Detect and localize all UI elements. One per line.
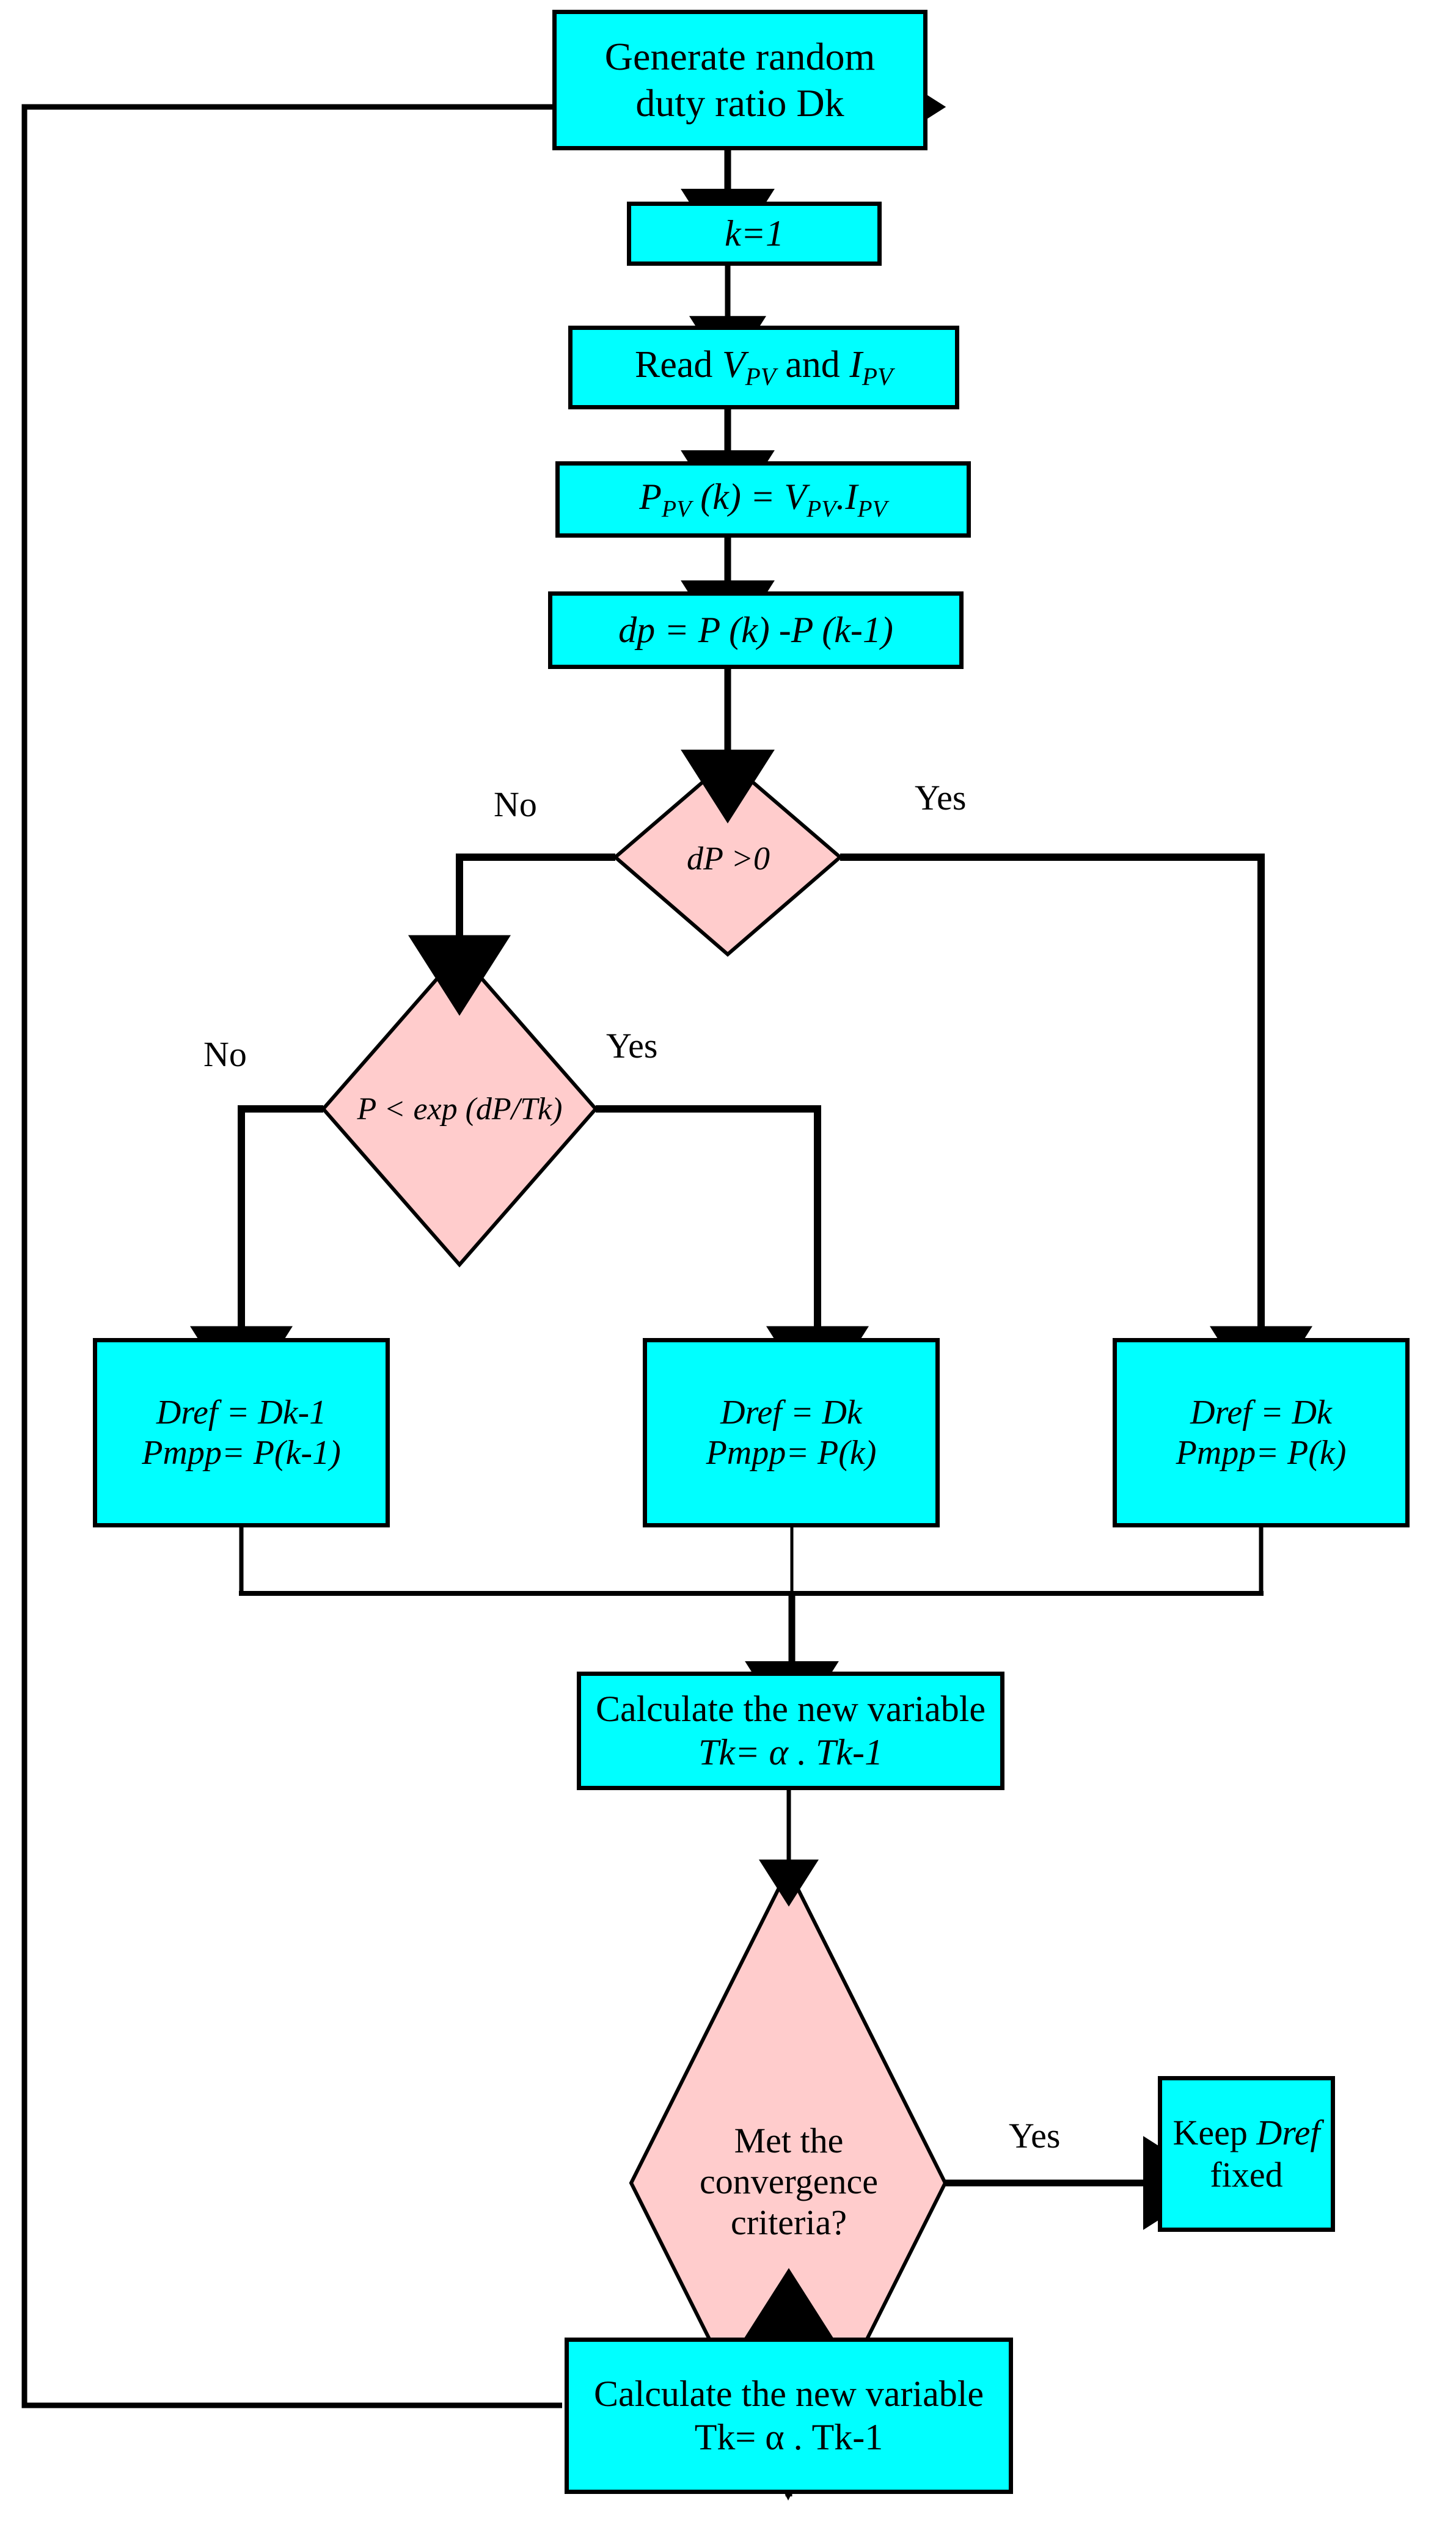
node-read-prefix: Read [635,344,722,386]
node-generate-random-duty-ratio[interactable]: Generate random duty ratio Dk [552,10,927,150]
node-power-v: V [784,477,807,517]
node-power-arg: (k) = [691,477,785,517]
node-update-temperature-bottom[interactable]: Calculate the new variable Tk= α . Tk-1 [565,2338,1013,2494]
node-read-var2: I [849,344,862,386]
node-assign-left[interactable]: Dref = Dk-1 Pmpp= P(k-1) [93,1338,390,1527]
connector-metropolis-no-branch [190,1105,323,1407]
node-read-label: Read VPV and IPV [573,343,955,392]
node-power-p: P [639,477,662,517]
node-read-var1-sub: PV [745,363,776,391]
node-read-var1: V [722,344,745,386]
node-power-i-sub: PV [857,495,887,522]
branch-label-metropolis-no: No [203,1034,247,1074]
node-assign-right-line2: Pmpp= P(k) [1176,1434,1347,1472]
node-read-var2-sub: PV [862,363,893,391]
node-update-temp-bottom-line2: Tk= α . Tk-1 [694,2417,883,2457]
node-dp-equation[interactable]: dp = P (k) -P (k-1) [548,591,964,669]
node-generate-line1: Generate random [604,35,876,79]
node-assign-middle-line2: Pmpp= P(k) [706,1434,877,1472]
branch-label-convergence-yes: Yes [1009,2116,1061,2155]
node-keep-prefix: Keep [1172,2113,1257,2153]
node-update-temp-line2: Tk= α . Tk-1 [698,1732,883,1772]
node-keep-dref: Dref [1256,2113,1320,2153]
node-power-v-sub: PV [807,495,836,522]
node-keep-dref-fixed[interactable]: Keep Dref fixed [1158,2076,1335,2232]
node-read-vpv-ipv[interactable]: Read VPV and IPV [568,326,959,409]
node-power-i: I [845,477,858,517]
branch-label-dp-no: No [494,784,537,824]
node-assign-right-line1: Dref = Dk [1190,1393,1332,1431]
node-k-init-label: k=1 [724,213,785,254]
node-generate-line2: duty ratio Dk [635,81,844,125]
connector-feedback-loop [21,68,946,2408]
node-assign-left-line1: Dref = Dk-1 [156,1393,327,1431]
decision-shape-metropolis [321,950,598,1268]
node-k-init[interactable]: k=1 [627,202,882,266]
connector-dp-yes-branch [840,854,1312,1407]
branch-label-dp-yes: Yes [915,778,967,817]
node-update-temperature[interactable]: Calculate the new variable Tk= α . Tk-1 [577,1672,1004,1790]
node-keep-line1: Keep Dref [1162,2112,1331,2154]
node-power-dot: . [836,477,846,517]
node-keep-line2: fixed [1210,2154,1283,2195]
node-update-temp-bottom-line1: Calculate the new variable [593,2374,984,2415]
decision-shape-dp-positive [612,758,843,957]
connector-dp-no-branch [408,854,615,1016]
node-power-equation[interactable]: PPV (k) = VPV.IPV [555,461,971,538]
node-assign-middle-line1: Dref = Dk [720,1393,862,1431]
node-assign-left-line2: Pmpp= P(k-1) [142,1434,341,1472]
node-assign-middle[interactable]: Dref = Dk Pmpp= P(k) [643,1338,940,1527]
branch-label-metropolis-yes: Yes [606,1026,658,1066]
node-power-p-sub: PV [661,495,692,522]
node-assign-right[interactable]: Dref = Dk Pmpp= P(k) [1113,1338,1410,1527]
node-dp-label: dp = P (k) -P (k-1) [618,610,893,651]
node-read-middle: and [775,344,850,386]
node-update-temp-line1: Calculate the new variable [595,1689,986,1730]
connector-metropolis-yes-branch [596,1105,869,1407]
node-power-label: PPV (k) = VPV.IPV [560,475,967,523]
